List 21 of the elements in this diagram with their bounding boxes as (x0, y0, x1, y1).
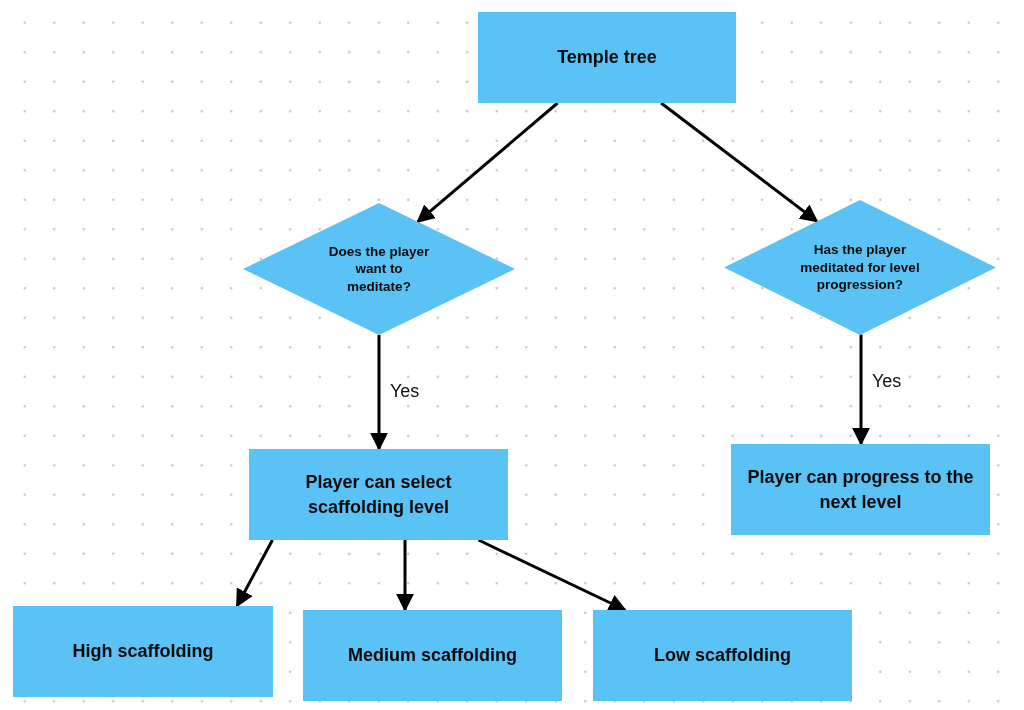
arrow (396, 540, 414, 612)
process-box (13, 606, 273, 697)
box-text: Temple tree (557, 46, 657, 70)
question-text: Has the player meditated for level progression? (799, 241, 921, 294)
arrow (416, 101, 559, 223)
box-text: Low scaffolding (654, 644, 791, 668)
arrow (235, 539, 274, 608)
process-box (593, 610, 852, 701)
arrow (852, 334, 870, 446)
question-text: Does the player want to meditate? (327, 242, 431, 296)
arrow (660, 101, 819, 223)
process-box (303, 610, 562, 701)
box-text: Player can progress to the next level (746, 466, 975, 514)
box-text: High scaffolding (72, 640, 214, 664)
arrow (370, 335, 388, 451)
box-text: Player can select scaffolding level (304, 471, 453, 519)
arrow (477, 538, 627, 612)
process-box (249, 449, 508, 540)
box-text: Medium scaffolding (348, 644, 517, 668)
process-box (478, 12, 736, 103)
process-box (731, 444, 990, 535)
